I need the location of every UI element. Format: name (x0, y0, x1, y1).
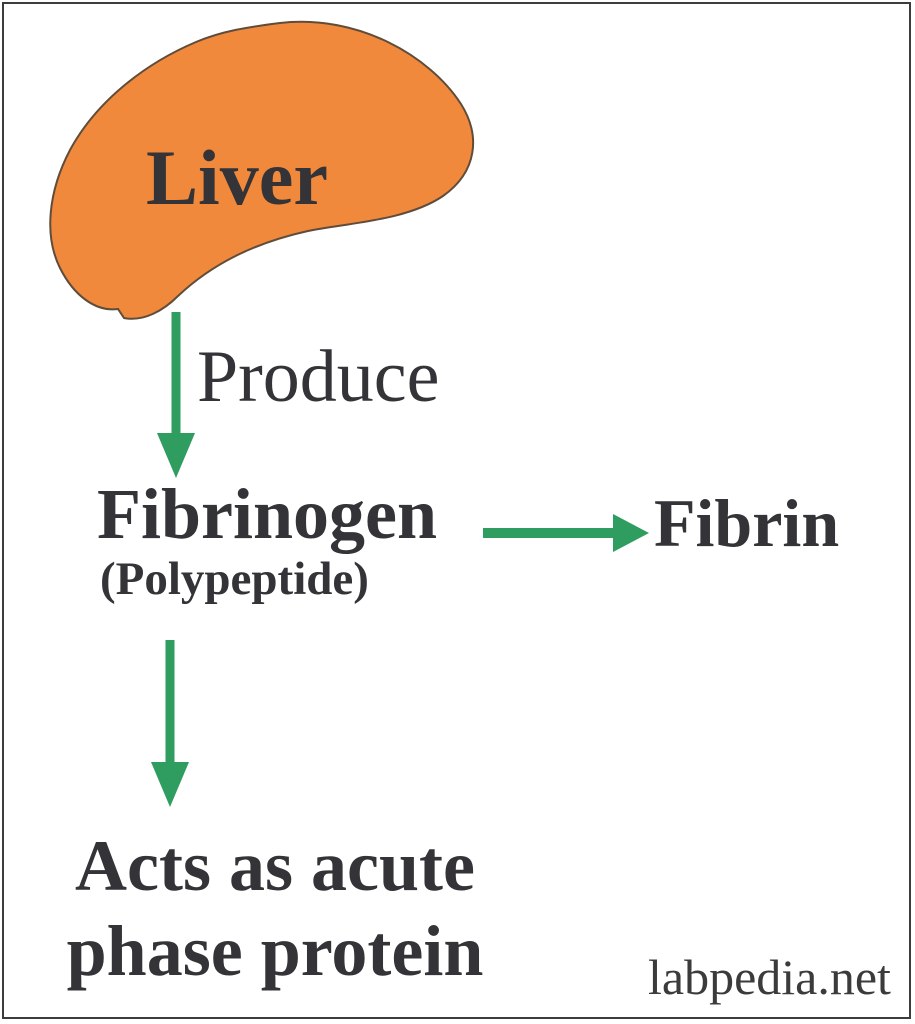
acute-phase-line2: phase protein (66, 910, 484, 991)
liver-shape-icon (49, 20, 475, 320)
produce-arrow-down (156, 312, 196, 478)
fibrinogen-node-label: Fibrinogen (97, 474, 438, 554)
liver-node-label: Liver (146, 134, 328, 221)
acute-arrow-shaft (165, 640, 175, 763)
acute-arrowhead-icon (151, 762, 189, 807)
fibrin-arrowhead-icon (613, 514, 649, 552)
fibrinogen-node-sublabel: (Polypeptide) (100, 553, 369, 605)
fibrin-node-label: Fibrin (654, 485, 840, 561)
liver-blob (49, 20, 475, 320)
fibrinogen-to-fibrin-arrow (483, 514, 649, 552)
produce-arrow-shaft (171, 312, 181, 434)
acute-phase-node-label: Acts as acute phase protein (40, 824, 510, 994)
acute-phase-line1: Acts as acute (75, 826, 475, 906)
watermark-text: labpedia.net (648, 949, 891, 1005)
fibrinogen-to-acute-arrow (150, 640, 190, 807)
fibrin-arrow-shaft (483, 528, 614, 538)
produce-arrowhead-icon (157, 433, 195, 478)
produce-edge-label: Produce (197, 336, 440, 418)
